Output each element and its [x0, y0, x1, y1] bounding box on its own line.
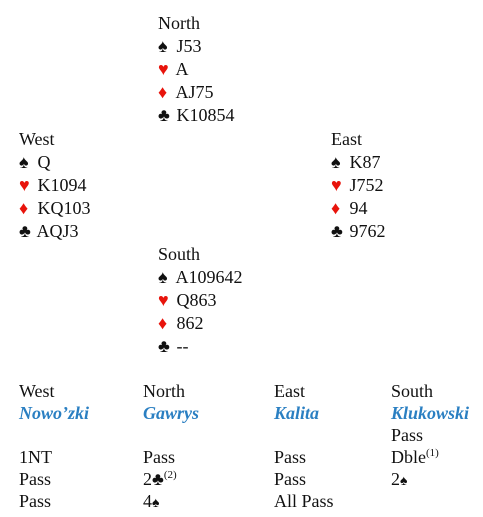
heart-icon: ♥: [158, 290, 169, 310]
heart-icon: ♥: [158, 59, 169, 79]
bid: 1NT: [19, 447, 52, 467]
east-hand: East ♠ K87 ♥ J752 ♦ 94 ♣ 9762: [331, 128, 386, 243]
bid: [391, 490, 469, 512]
auction-col-west: West Nowo’zki 1NT Pass Pass: [19, 380, 89, 512]
auction-col-east: East Kalita Pass Pass All Pass: [274, 380, 334, 512]
bid: Pass: [391, 425, 424, 445]
west-diamonds: ♦ KQ103: [19, 198, 91, 218]
player-south: Klukowski: [391, 403, 470, 423]
east-spades: ♠ K87: [331, 152, 381, 172]
club-icon: ♣: [152, 469, 164, 489]
auction-header-north: North: [143, 381, 185, 401]
east-clubs: ♣ 9762: [331, 221, 386, 241]
south-label: South: [158, 244, 201, 264]
club-icon: ♣: [331, 221, 343, 241]
bid: Pass: [274, 447, 307, 467]
diamond-icon: ♦: [331, 198, 341, 218]
diamond-icon: ♦: [19, 198, 29, 218]
north-diamonds: ♦ AJ75: [158, 82, 214, 102]
bid-2-spades: 2♠: [391, 469, 408, 489]
west-clubs: ♣ AQJ3: [19, 221, 79, 241]
club-icon: ♣: [158, 105, 170, 125]
spade-icon: ♠: [158, 267, 168, 287]
bid: [143, 424, 199, 446]
south-spades: ♠ A109642: [158, 267, 243, 287]
bid: Pass: [19, 491, 52, 511]
heart-icon: ♥: [331, 175, 342, 195]
north-hand: North ♠ J53 ♥ A ♦ AJ75 ♣ K10854: [158, 12, 235, 127]
north-label: North: [158, 13, 200, 33]
north-hearts: ♥ A: [158, 59, 189, 79]
player-west: Nowo’zki: [19, 403, 90, 423]
west-label: West: [19, 129, 55, 149]
north-clubs: ♣ K10854: [158, 105, 235, 125]
player-east: Kalita: [274, 403, 320, 423]
club-icon: ♣: [19, 221, 31, 241]
diamond-icon: ♦: [158, 313, 168, 333]
east-hearts: ♥ J752: [331, 175, 384, 195]
auction-col-south: South Klukowski Pass Dble(1) 2♠: [391, 380, 469, 512]
bid-4-spades: 4♠: [143, 491, 160, 511]
note-1: (1): [426, 447, 439, 459]
west-spades: ♠ Q: [19, 152, 51, 172]
bid: Pass: [143, 447, 176, 467]
auction-header-east: East: [274, 381, 305, 401]
bid: Pass: [274, 469, 307, 489]
spade-icon: ♠: [331, 152, 341, 172]
west-hearts: ♥ K1094: [19, 175, 87, 195]
auction-header-west: West: [19, 381, 55, 401]
auction-header-south: South: [391, 381, 434, 401]
spade-icon: ♠: [152, 496, 160, 511]
south-hand: South ♠ A109642 ♥ Q863 ♦ 862 ♣ --: [158, 243, 243, 358]
bid-2-clubs: 2♣(2): [143, 469, 177, 489]
north-spades: ♠ J53: [158, 36, 202, 56]
west-hand: West ♠ Q ♥ K1094 ♦ KQ103 ♣ AQJ3: [19, 128, 91, 243]
south-clubs: ♣ --: [158, 336, 189, 356]
south-hearts: ♥ Q863: [158, 290, 217, 310]
bid: [274, 424, 334, 446]
bid: [19, 424, 89, 446]
auction-col-north: North Gawrys Pass 2♣(2) 4♠: [143, 380, 199, 512]
spade-icon: ♠: [158, 36, 168, 56]
bid: Pass: [19, 469, 52, 489]
note-2: (2): [163, 469, 177, 481]
east-diamonds: ♦ 94: [331, 198, 368, 218]
east-label: East: [331, 129, 362, 149]
spade-icon: ♠: [400, 474, 408, 489]
bid-double: Dble(1): [391, 447, 439, 467]
spade-icon: ♠: [19, 152, 29, 172]
south-diamonds: ♦ 862: [158, 313, 204, 333]
player-north: Gawrys: [143, 403, 200, 423]
bid: All Pass: [274, 491, 334, 511]
club-icon: ♣: [158, 336, 170, 356]
diamond-icon: ♦: [158, 82, 168, 102]
heart-icon: ♥: [19, 175, 30, 195]
